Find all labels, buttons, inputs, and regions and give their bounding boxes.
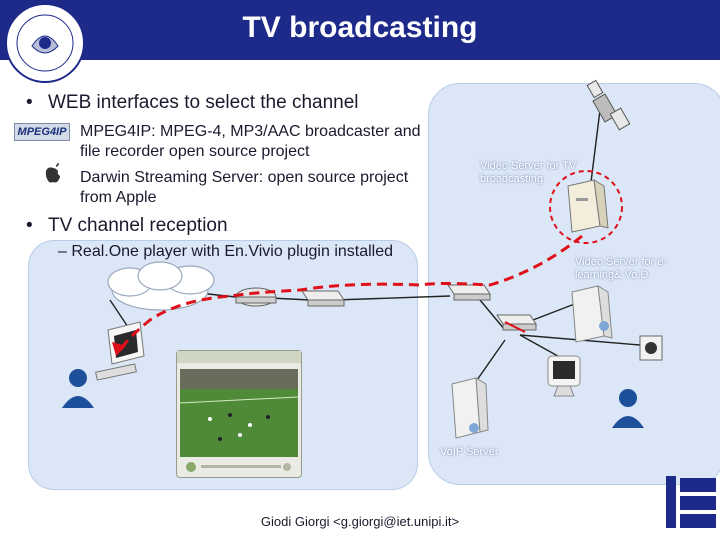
- bullet-marker: •: [26, 215, 33, 236]
- title-bar: [0, 0, 720, 60]
- user-icon-left: [62, 369, 94, 408]
- switch-icon-3: [496, 314, 537, 331]
- elearning-server-icon: [571, 285, 613, 343]
- mpeg4ip-logo: MPEG4IP: [14, 123, 70, 141]
- video-server-label: Video Server for TV broadcasting: [480, 160, 577, 185]
- user-icon-right: [612, 389, 644, 428]
- soccer-field-image: [179, 369, 299, 457]
- video-server-icon: [567, 179, 609, 233]
- satellite-icon: [586, 79, 631, 131]
- sub-item-darwin: Darwin Streaming Server: open source pro…: [80, 169, 409, 206]
- internet-cloud-icon: [107, 261, 215, 311]
- sub-item-realone: – Real.One player with En.Vivio plugin i…: [58, 243, 393, 261]
- bullet-marker: •: [26, 92, 33, 113]
- footer-author: Giodi Giorgi <g.giorgi@iet.unipi.it>: [260, 514, 460, 529]
- player-title-bar: [177, 351, 301, 363]
- apple-icon: [45, 163, 60, 183]
- player-controls[interactable]: [183, 461, 295, 473]
- bullet-tv-reception: • TV channel reception: [26, 215, 228, 237]
- switch-icon-1: [301, 290, 345, 307]
- stream-path: [118, 234, 583, 351]
- sub-item-mpeg4ip: MPEG4IP: MPEG-4, MP3/AAC broadcaster and…: [80, 123, 421, 160]
- highlight-circle: [549, 170, 623, 244]
- elearning-server-label: Video Server for e-learning& Vo.D: [575, 256, 668, 281]
- university-seal-icon: [5, 3, 85, 83]
- tlc-net-grp-logo-icon: [666, 476, 716, 528]
- sub-item-text: Real.One player with En.Vivio plugin ins…: [71, 243, 394, 260]
- voip-server-label: VoIP Server: [440, 446, 499, 458]
- slide-title: TV broadcasting: [242, 11, 478, 44]
- bullet-text: TV channel reception: [48, 215, 228, 236]
- bullet-text: WEB interfaces to select the channel: [48, 92, 359, 113]
- desktop-computer-icon: [547, 355, 581, 397]
- switch-icon-2: [447, 284, 491, 301]
- video-camera-icon: [639, 335, 663, 361]
- dash-marker: –: [58, 243, 67, 260]
- media-player-window: [176, 350, 302, 478]
- voip-server-icon: [451, 377, 489, 439]
- bullet-web-interfaces: • WEB interfaces to select the channel: [26, 92, 359, 114]
- soccer-video-frame: [179, 369, 299, 457]
